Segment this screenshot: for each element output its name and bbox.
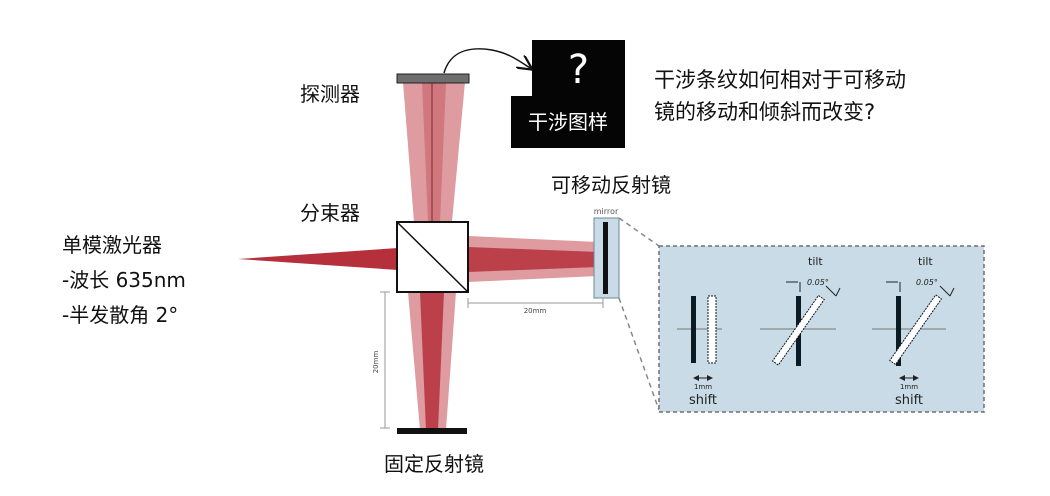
mirror-motion-inset: 1mm shift tilt 0.05° tilt 0.05° 1mm shif… [658, 245, 985, 413]
laser-divergence: -半发散角 2° [62, 303, 179, 327]
question-line-1: 干涉条纹如何相对于可移动 [654, 68, 906, 92]
inset-shift-distance-2: 1mm [900, 383, 918, 391]
inset-mirror-original-1 [691, 296, 696, 363]
question-text: 干涉条纹如何相对于可移动 镜的移动和倾斜而改变? [654, 64, 906, 128]
fixed-mirror-plate [397, 428, 467, 434]
inset-tilt-marker-2 [939, 285, 951, 297]
detector-plate [396, 73, 470, 84]
inset-shift-label-1: shift [689, 393, 717, 408]
horizontal-dimension-label: 20mm [524, 307, 547, 315]
laser-label: 单模激光器 -波长 635nm -半发散角 2° [62, 228, 186, 333]
inset-tilt-marker-2b [949, 287, 955, 297]
inset-shift-distance-1: 1mm [694, 383, 712, 391]
fixed-arm-beam-inner [420, 292, 444, 430]
zoom-connector-bottom [618, 297, 660, 411]
laser-wavelength: -波长 635nm [62, 268, 186, 292]
inset-tilt-marker-1 [825, 285, 837, 297]
vertical-dimension-label: 20mm [372, 351, 380, 374]
question-line-2: 镜的移动和倾斜而改变? [654, 100, 876, 124]
detector-arm-beam-inner [422, 82, 446, 222]
movable-mirror-plate [603, 222, 608, 294]
inset-tilt-label-2: tilt [918, 255, 933, 268]
inset-tilt-angle-2: 0.05° [916, 278, 938, 287]
fixed-mirror-label: 固定反射镜 [384, 452, 484, 476]
inset-mirror-tilted-2 [889, 294, 943, 366]
interference-pattern-box: 干涉图样 [511, 96, 625, 148]
inset-tilt-label-1: tilt [808, 255, 823, 268]
detector-to-pattern-arrow [443, 48, 530, 74]
laser-name: 单模激光器 [62, 233, 162, 257]
inset-mirror-original-3 [896, 296, 901, 366]
inset-tilt-marker-1b [835, 287, 841, 297]
inset-mirror-shifted [707, 295, 717, 364]
laser-input-beam [238, 248, 398, 270]
question-mark-box: ? [532, 40, 625, 100]
inset-mirror-tilted-1 [771, 294, 825, 366]
movable-mirror-tag: mirror [594, 207, 619, 216]
movable-mirror-label: 可移动反射镜 [551, 173, 671, 197]
inset-tilt-angle-1: 0.05° [807, 278, 829, 287]
beam-splitter-label: 分束器 [300, 201, 360, 225]
beam-splitter-diagonal [396, 221, 469, 293]
movable-arm-beam-inner [468, 247, 598, 272]
detector-label: 探测器 [300, 82, 360, 106]
inset-shift-label-2: shift [895, 393, 923, 408]
zoom-connector-top [618, 217, 660, 247]
